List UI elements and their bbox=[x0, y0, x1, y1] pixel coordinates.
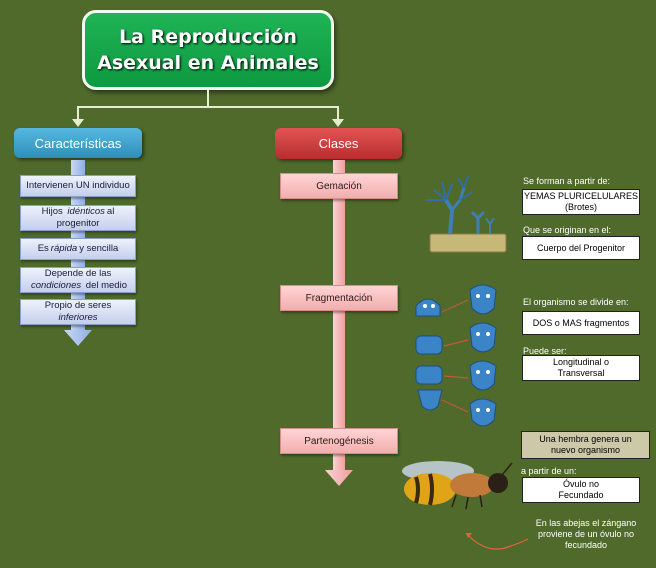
caracteristica-text: Propio de seres bbox=[44, 300, 112, 311]
gemacion-label-1: Se forman a partir de: bbox=[523, 176, 611, 186]
bee-icon bbox=[402, 461, 513, 510]
partenogenesis-box-2-line-2: Fecundado bbox=[558, 490, 604, 500]
connector-left bbox=[77, 106, 79, 120]
partenogenesis-note-line-2: proviene de un óvulo no bbox=[537, 529, 635, 539]
gemacion-box-1-line-1: YEMAS PLURICELULARES bbox=[523, 191, 639, 201]
curved-arrow-icon bbox=[465, 532, 529, 550]
gemacion-box-1: YEMAS PLURICELULARES (Brotes) bbox=[522, 189, 640, 215]
fragmentacion-box-1: DOS o MAS fragmentos bbox=[522, 311, 640, 335]
caracteristica-text: al bbox=[106, 206, 115, 217]
connector-down bbox=[207, 90, 209, 107]
partenogenesis-box-1-line-1: Una hembra genera un bbox=[539, 434, 632, 444]
fragmentacion-box-2-line-1: Longitudinal o bbox=[552, 357, 610, 367]
gemacion-label-2: Que se originan en el: bbox=[523, 225, 612, 235]
partenogenesis-note: En las abejas el zángano proviene de un … bbox=[524, 518, 648, 551]
clase-fragmentacion: Fragmentación bbox=[280, 285, 398, 311]
gemacion-box-1-line-2: (Brotes) bbox=[564, 202, 597, 212]
partenogenesis-box-1-line-2: nuevo organismo bbox=[550, 445, 621, 455]
caracteristica-item-5: Propio de seres inferiores bbox=[20, 299, 136, 325]
caracteristica-emphasis: condiciones bbox=[30, 280, 82, 291]
connector-horizontal bbox=[77, 106, 339, 108]
partenogenesis-box-1: Una hembra genera un nuevo organismo bbox=[521, 431, 650, 459]
clase-gemacion: Gemación bbox=[280, 173, 398, 199]
clases-arrow bbox=[325, 160, 353, 486]
caracteristica-emphasis: inferiores bbox=[58, 312, 98, 323]
partenogenesis-box-2-line-1: Óvulo no bbox=[562, 479, 600, 489]
caracteristica-item-4: Depende de las condiciones del medio bbox=[20, 267, 136, 293]
caracteristica-text: progenitor bbox=[56, 218, 100, 229]
title-box: La Reproducción Asexual en Animales bbox=[82, 10, 334, 90]
connector-right bbox=[337, 106, 339, 120]
gemacion-box-2: Cuerpo del Progenitor bbox=[522, 236, 640, 260]
caracteristica-item-3: Es rápida y sencilla bbox=[20, 238, 136, 260]
caracteristica-text: Intervienen UN individuo bbox=[26, 180, 130, 191]
clase-partenogenesis: Partenogénesis bbox=[280, 428, 398, 454]
hydra-icon bbox=[426, 175, 507, 253]
caracteristica-line: condiciones del medio bbox=[29, 280, 127, 292]
caracteristica-text: Es bbox=[37, 243, 49, 254]
clases-heading: Clases bbox=[275, 128, 402, 159]
caracteristica-emphasis: idénticos bbox=[67, 206, 105, 217]
title-line-1: La Reproducción bbox=[119, 26, 297, 48]
fragmentacion-label-2: Puede ser: bbox=[523, 346, 567, 356]
caracteristica-text: del medio bbox=[85, 280, 127, 291]
partenogenesis-note-line-1: En las abejas el zángano bbox=[535, 518, 637, 528]
caracteristica-text: Hijos bbox=[41, 206, 63, 217]
fragmentacion-box-2-line-2: Transversal bbox=[557, 368, 605, 378]
fragmentacion-label-1: El organismo se divide en: bbox=[523, 297, 629, 307]
caracteristica-text: y sencilla bbox=[79, 243, 119, 254]
caracteristicas-heading: Características bbox=[14, 128, 142, 158]
caracteristica-text: Depende de las bbox=[44, 268, 112, 279]
partenogenesis-note-line-3: fecundado bbox=[564, 540, 608, 550]
caracteristica-item-1: Intervienen UN individuo bbox=[20, 175, 136, 197]
fragmentacion-box-2: Longitudinal o Transversal bbox=[522, 355, 640, 381]
title-line-2: Asexual en Animales bbox=[97, 52, 319, 74]
planaria-icon bbox=[415, 284, 497, 427]
caracteristica-emphasis: rápida bbox=[50, 243, 78, 254]
partenogenesis-box-2: Óvulo no Fecundado bbox=[522, 477, 640, 503]
partenogenesis-label-1: a partir de un: bbox=[521, 466, 577, 476]
